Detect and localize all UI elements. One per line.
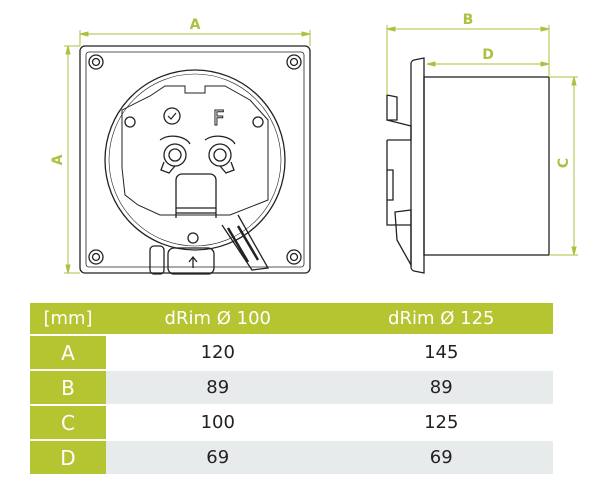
table-row: C 100 125: [30, 406, 553, 439]
dimensions-table: [mm] dRim Ø 100 dRim Ø 125 A 120 145 B 8…: [30, 301, 553, 476]
timer-icon: [163, 107, 181, 125]
front-dimensions: [64, 30, 311, 274]
cell-value: 100: [200, 412, 235, 433]
dimension-label-a-width: A: [190, 17, 201, 33]
side-view: [386, 57, 550, 274]
screw-icon: [187, 232, 199, 244]
cell-value: 69: [106, 441, 330, 474]
arrow-up-icon: [188, 255, 198, 268]
row-key: D: [30, 441, 106, 474]
cell-value: 89: [329, 371, 553, 404]
side-dimensions: [386, 25, 578, 256]
dimension-label-a-height: A: [50, 154, 66, 165]
side-plate: [410, 57, 425, 274]
cell-value: 145: [424, 342, 459, 363]
header-model-125: dRim Ø 125: [329, 303, 553, 334]
dimension-label-b: B: [463, 12, 474, 28]
cell-value: 120: [200, 342, 235, 363]
cell-value: 125: [424, 412, 459, 433]
table-row: D 69 69: [30, 441, 553, 474]
header-model-100: dRim Ø 100: [106, 303, 330, 334]
dimension-label-c: C: [556, 158, 572, 168]
cable-clip: [221, 214, 270, 271]
dimension-label-d: D: [482, 47, 494, 63]
cell-value: 89: [106, 371, 330, 404]
screw-icon: [252, 116, 264, 128]
knob-letter: F: [213, 106, 225, 130]
corner-screw-icon: [88, 54, 302, 265]
table-header-row: [mm] dRim Ø 100 dRim Ø 125: [30, 303, 553, 334]
switch-block: [167, 247, 215, 275]
cell-value: 69: [329, 441, 553, 474]
side-body: [423, 76, 550, 256]
cable-slot: [175, 173, 217, 218]
header-unit: [mm]: [30, 303, 106, 334]
row-key: A: [30, 336, 106, 369]
front-plate: [79, 45, 311, 274]
technical-drawing: F A A: [50, 12, 578, 275]
row-key: C: [30, 406, 106, 439]
table-row: A 120 145: [30, 336, 553, 369]
front-view: F: [79, 45, 311, 275]
row-key: B: [30, 371, 106, 404]
adjust-knob: [159, 135, 191, 174]
table-row: B 89 89: [30, 371, 553, 404]
adjust-knob: [204, 135, 236, 174]
fan-housing: [104, 69, 286, 251]
screw-icon: [124, 116, 136, 128]
